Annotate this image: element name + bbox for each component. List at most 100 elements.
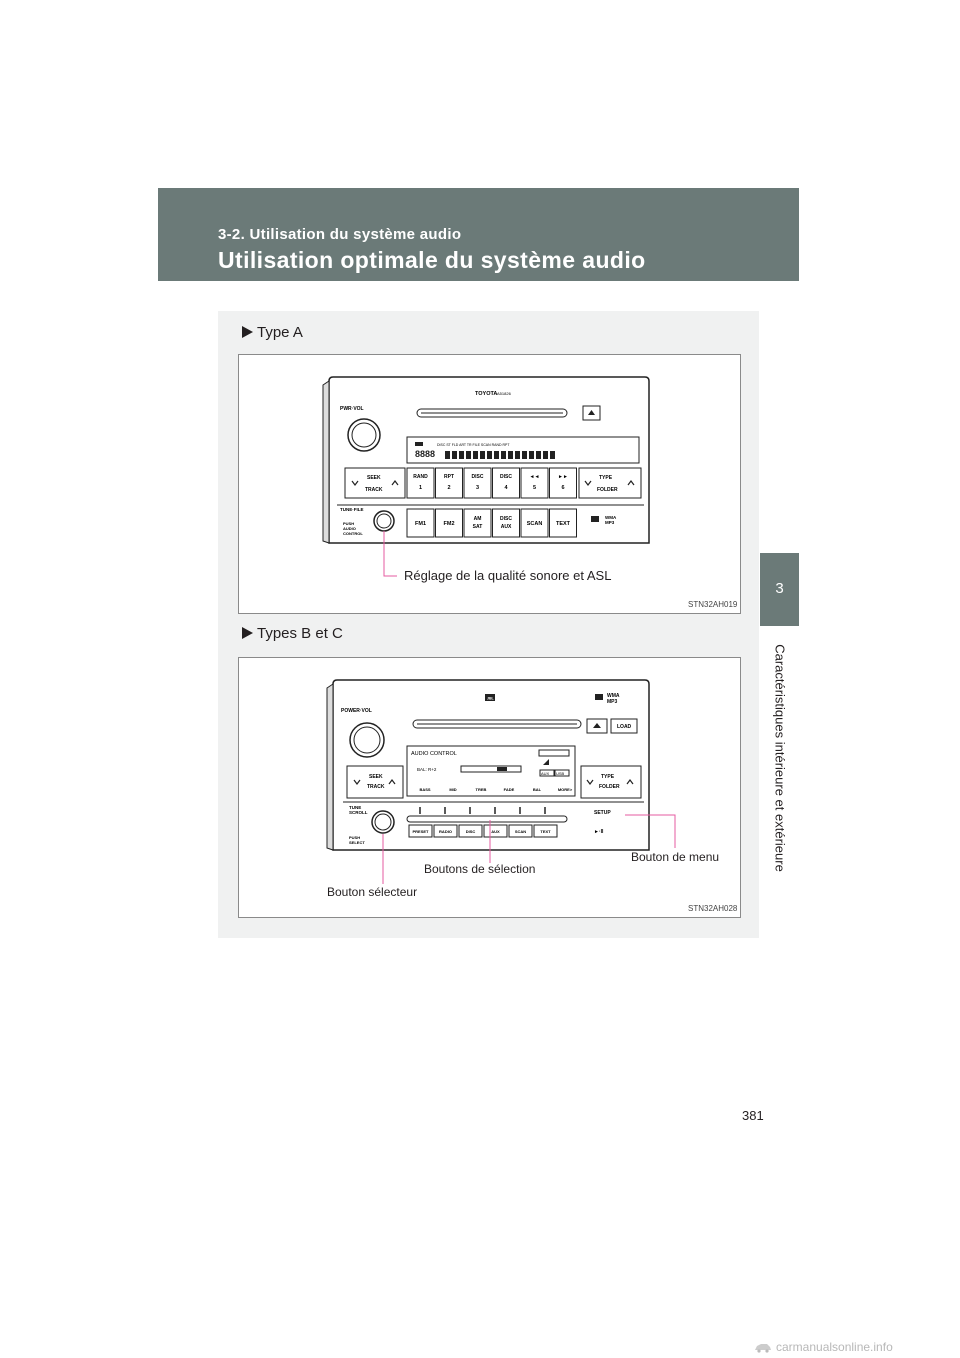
screen-menu-item: MID bbox=[449, 787, 456, 792]
type-bc-heading: Types B et C bbox=[242, 625, 343, 642]
preset-button-label: ►► bbox=[558, 474, 568, 480]
svg-text:TUNE·FILE: TUNE·FILE bbox=[340, 507, 364, 512]
preset-button-number: 4 bbox=[504, 485, 508, 491]
preset-button[interactable] bbox=[549, 467, 577, 499]
menu-button-callout: Bouton de menu bbox=[631, 850, 720, 864]
car-logo-icon bbox=[755, 1344, 771, 1353]
preset-button[interactable] bbox=[492, 467, 520, 499]
preset-button[interactable] bbox=[463, 467, 492, 499]
watermark: carmanualsonline.info bbox=[776, 1340, 893, 1354]
svg-text:PUSH: PUSH bbox=[349, 835, 360, 840]
svg-text:BAL: R+2: BAL: R+2 bbox=[417, 767, 437, 772]
selection-button-label: RADIO bbox=[439, 829, 452, 834]
svg-text:FOLDER: FOLDER bbox=[599, 784, 620, 790]
svg-text:AUDIO CONTROL: AUDIO CONTROL bbox=[411, 751, 457, 757]
svg-text:USB: USB bbox=[556, 771, 565, 776]
selection-button-label: AUX bbox=[491, 829, 500, 834]
setup-button[interactable]: SETUP bbox=[594, 810, 611, 816]
preset-button-label: RAND bbox=[413, 474, 428, 480]
source-button-label: SAT bbox=[473, 524, 483, 530]
svg-text:TUNE: TUNE bbox=[349, 805, 361, 810]
selection-button[interactable] bbox=[458, 824, 483, 838]
source-button-label: AUX bbox=[501, 524, 512, 530]
source-button[interactable] bbox=[406, 508, 435, 538]
source-button[interactable] bbox=[549, 508, 577, 538]
selection-button[interactable] bbox=[433, 824, 458, 838]
audio-unit-type-a: TOYOTA A51826 PWR·VOL DISC ST FLD ART TR… bbox=[322, 376, 650, 577]
selection-button-label: DISC bbox=[466, 829, 476, 834]
source-button[interactable] bbox=[492, 508, 520, 538]
selection-button[interactable] bbox=[533, 824, 558, 838]
triangle-bullet-icon bbox=[242, 627, 253, 639]
svg-text:SEEK: SEEK bbox=[369, 774, 383, 780]
model-number: A51826 bbox=[497, 391, 512, 396]
audio-unit-type-bc: JBL WMA MP3 POWER·VOL LOAD AUDIO CONTROL… bbox=[326, 679, 676, 884]
preset-button-label: ◄◄ bbox=[530, 474, 540, 480]
selection-button[interactable] bbox=[508, 824, 533, 838]
source-button[interactable] bbox=[520, 508, 549, 538]
svg-text:TYPE: TYPE bbox=[601, 774, 615, 780]
brand-logo: TOYOTA bbox=[475, 391, 497, 397]
svg-text:SELECT: SELECT bbox=[349, 840, 365, 845]
screen-menu-item: TREB bbox=[476, 787, 487, 792]
pwr-vol-label: PWR·VOL bbox=[340, 406, 364, 412]
screen-menu-item: BAL bbox=[533, 787, 542, 792]
triangle-bullet-icon bbox=[242, 326, 253, 338]
chapter-header: 3-2. Utilisation du système audio Utilis… bbox=[158, 188, 799, 281]
preset-button[interactable] bbox=[406, 467, 435, 499]
svg-text:AUX: AUX bbox=[541, 771, 550, 776]
type-folder-button[interactable] bbox=[578, 467, 642, 499]
load-button[interactable] bbox=[610, 718, 638, 734]
selection-button-label: PRESET bbox=[412, 829, 429, 834]
figure-code: STN32AH019 bbox=[688, 600, 738, 609]
chapter-number: 3 bbox=[775, 580, 784, 597]
svg-text:CONTROL: CONTROL bbox=[343, 531, 363, 536]
svg-text:TYPE: TYPE bbox=[599, 475, 613, 481]
selection-button-label: SCAN bbox=[515, 829, 526, 834]
preset-button-number: 1 bbox=[419, 485, 422, 491]
preset-button-number: 6 bbox=[561, 485, 564, 491]
svg-text:8888: 8888 bbox=[415, 449, 435, 459]
sound-quality-callout: Réglage de la qualité sonore et ASL bbox=[404, 568, 612, 583]
brand-logo: JBL bbox=[487, 697, 494, 701]
source-button-label: TEXT bbox=[556, 521, 571, 527]
select-button-callout: Bouton sélecteur bbox=[327, 885, 418, 899]
play-pause-button[interactable]: ►·II bbox=[594, 829, 604, 835]
page-number: 381 bbox=[742, 1108, 764, 1123]
screen-menu-item: MORE> bbox=[558, 787, 573, 792]
svg-text:TRACK: TRACK bbox=[365, 487, 383, 493]
source-button[interactable] bbox=[435, 508, 463, 538]
selection-buttons-callout: Boutons de sélection bbox=[424, 862, 536, 876]
svg-text:LOAD: LOAD bbox=[617, 724, 632, 730]
display-indicators: DISC ST FLD ART TR FILE SCAN RAND RPT bbox=[437, 443, 510, 447]
svg-text:FOLDER: FOLDER bbox=[597, 487, 618, 493]
svg-text:MP3: MP3 bbox=[605, 520, 615, 525]
content-panel: Type A TOYOTA A51826 PWR·VOL DISC ST FLD… bbox=[218, 311, 759, 938]
svg-text:SCROLL: SCROLL bbox=[349, 810, 368, 815]
source-button-label: DISC bbox=[500, 516, 512, 522]
screen-menu-item: FADE bbox=[504, 787, 515, 792]
svg-text:WMA: WMA bbox=[605, 515, 617, 520]
preset-button-number: 2 bbox=[447, 485, 450, 491]
preset-button-label: DISC bbox=[500, 474, 512, 480]
preset-button[interactable] bbox=[520, 467, 549, 499]
preset-button-label: DISC bbox=[472, 474, 484, 480]
svg-text:AUDIO: AUDIO bbox=[343, 526, 356, 531]
preset-button-number: 5 bbox=[533, 485, 536, 491]
source-button-label: SCAN bbox=[527, 521, 543, 527]
svg-text:PUSH: PUSH bbox=[343, 521, 354, 526]
preset-button-label: RPT bbox=[444, 474, 454, 480]
section-title: 3-2. Utilisation du système audio bbox=[218, 226, 462, 243]
selection-button-label: TEXT bbox=[540, 829, 551, 834]
selection-button[interactable] bbox=[408, 824, 433, 838]
figure-type-bc: JBL WMA MP3 POWER·VOL LOAD AUDIO CONTROL… bbox=[238, 657, 741, 918]
figure-code: STN32AH028 bbox=[688, 904, 738, 913]
source-button-label: FM1 bbox=[415, 521, 426, 527]
preset-button[interactable] bbox=[435, 467, 463, 499]
svg-text:TRACK: TRACK bbox=[367, 784, 385, 790]
source-button[interactable] bbox=[463, 508, 492, 538]
seek-track-button[interactable] bbox=[344, 467, 406, 499]
chapter-tab: 3 bbox=[760, 553, 799, 626]
